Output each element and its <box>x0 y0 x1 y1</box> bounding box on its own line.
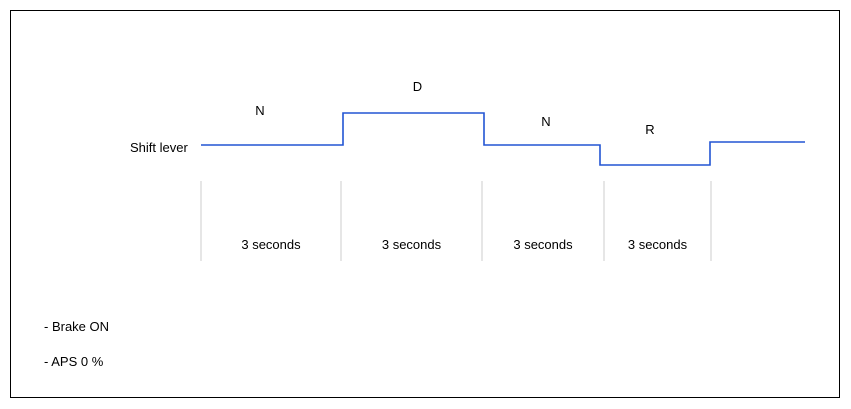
interval-dividers <box>200 181 712 261</box>
state-label-n: N <box>541 114 550 129</box>
state-label-r: R <box>645 122 654 137</box>
interval-labels: 3 seconds 3 seconds 3 seconds 3 seconds <box>241 237 687 252</box>
interval-label: 3 seconds <box>513 237 573 252</box>
interval-label: 3 seconds <box>628 237 688 252</box>
state-labels: N D N R <box>255 79 654 137</box>
interval-label: 3 seconds <box>241 237 301 252</box>
state-label-d: D <box>413 79 422 94</box>
shift-lever-signal-line <box>201 112 805 166</box>
interval-label: 3 seconds <box>382 237 442 252</box>
condition-aps: - APS 0 % <box>44 354 104 369</box>
state-label-n: N <box>255 103 264 118</box>
diagram-frame <box>10 10 840 398</box>
condition-brake: - Brake ON <box>44 319 110 334</box>
signal-label: Shift lever <box>130 140 188 155</box>
